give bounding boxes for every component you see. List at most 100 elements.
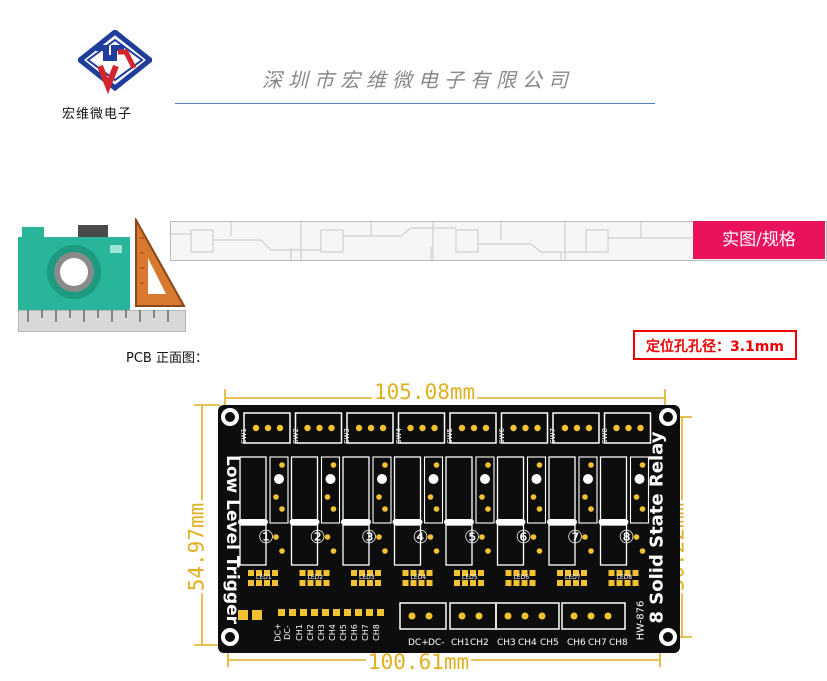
relay-bar	[238, 519, 268, 525]
component-pad	[324, 494, 331, 500]
switch-label: SW3	[342, 428, 351, 444]
led-dot	[274, 474, 284, 484]
smd-pad	[557, 570, 563, 576]
smd-pad	[624, 570, 631, 576]
terminal-pad	[538, 612, 546, 620]
switch-pad	[458, 424, 466, 432]
smd-pad	[581, 580, 587, 586]
switch-pad	[367, 424, 375, 432]
smd-pad	[307, 580, 314, 586]
switch-outline	[346, 412, 394, 444]
switch-outline	[449, 412, 497, 444]
component-pad	[433, 548, 440, 554]
component-outline	[578, 456, 598, 524]
terminal-pad	[475, 612, 483, 620]
company-logo	[75, 28, 155, 100]
component-pad	[530, 534, 537, 540]
component-pad	[588, 548, 594, 554]
relay-outline-lower	[496, 524, 525, 566]
component-pad	[588, 462, 594, 468]
smd-pad	[616, 580, 623, 586]
relay-bar	[289, 519, 320, 525]
terminal-block-outline	[399, 602, 447, 630]
led-dot	[428, 474, 439, 484]
smd-pad	[426, 580, 433, 586]
component-pad	[427, 494, 434, 500]
smd-pad	[359, 570, 365, 576]
component-pad	[485, 462, 491, 468]
smd-pad	[299, 580, 306, 586]
component-pad	[427, 534, 434, 540]
switch-pad	[573, 424, 581, 432]
pin-header-label: CH4	[327, 624, 337, 641]
component-pad	[330, 506, 337, 512]
smd-pad	[565, 580, 571, 586]
switch-pad	[316, 424, 323, 432]
component-pad	[330, 548, 337, 554]
terminal-pad	[408, 612, 416, 620]
terminal-pad	[570, 612, 578, 620]
component-pad	[479, 494, 485, 500]
terminal-label: CH6	[567, 638, 586, 648]
terminal-label: CH1	[451, 638, 470, 648]
smd-pad	[410, 570, 417, 576]
component-pad	[633, 494, 640, 500]
smd-pad	[478, 570, 484, 576]
switch-pad	[613, 424, 620, 432]
smd-pad	[632, 570, 639, 576]
channel-number: ④	[412, 527, 429, 548]
component-pad	[279, 548, 285, 554]
component-pad	[639, 506, 646, 512]
led-dot	[325, 474, 336, 484]
header-pin	[289, 609, 296, 616]
width-top-dimension: 105.08mm	[372, 380, 478, 404]
mounting-hole	[663, 632, 673, 642]
smd-pad	[505, 570, 512, 576]
relay-bar	[444, 519, 474, 525]
terminal-label: CH4	[518, 638, 537, 648]
channel-number: ⑧	[618, 527, 635, 548]
smd-pad	[529, 570, 536, 576]
terminal-label: DC+	[408, 638, 429, 648]
smd-pad	[367, 580, 373, 586]
terminal-pad	[604, 612, 612, 620]
relay-outline-lower	[548, 524, 576, 566]
component-pad	[639, 462, 646, 468]
switch-pad	[482, 424, 490, 432]
pin-header-label: CH2	[305, 624, 315, 641]
channel-number: ①	[258, 527, 275, 548]
smd-pad	[624, 580, 631, 586]
relay-bar	[598, 519, 629, 525]
smd-pad	[608, 580, 615, 586]
pin-header-label: DC-	[282, 625, 292, 640]
relay-outline	[290, 456, 319, 524]
smd-pad	[608, 570, 615, 576]
switch-pad	[328, 424, 335, 432]
mounting-hole	[225, 412, 235, 422]
smd-pad	[272, 570, 278, 576]
component-pad	[582, 494, 588, 500]
led-label: LED4	[410, 574, 427, 581]
terminal-label: CH7	[588, 638, 607, 648]
relay-outline	[599, 456, 628, 524]
smd-pad	[462, 570, 468, 576]
led-dot	[634, 474, 645, 484]
led-label: LED1	[256, 574, 272, 581]
component-outline	[475, 456, 495, 524]
smd-pad	[557, 580, 563, 586]
switch-outline	[500, 412, 549, 444]
component-pad	[382, 462, 388, 468]
header-rule	[175, 103, 655, 104]
header-pin	[311, 609, 318, 616]
board-right-text: 8 Solid State Relay	[646, 431, 668, 624]
component-pad	[382, 506, 388, 512]
height-left-dimension: 54.97mm	[184, 500, 209, 594]
led-dot	[583, 474, 593, 484]
component-pad	[485, 506, 491, 512]
hole-diameter-note: 定位孔孔径：3.1mm	[633, 330, 797, 360]
smd-pad	[248, 580, 254, 586]
smd-pad	[470, 570, 476, 576]
smd-pad	[454, 580, 460, 586]
set-square-icon	[134, 216, 186, 310]
switch-outline	[552, 412, 600, 444]
